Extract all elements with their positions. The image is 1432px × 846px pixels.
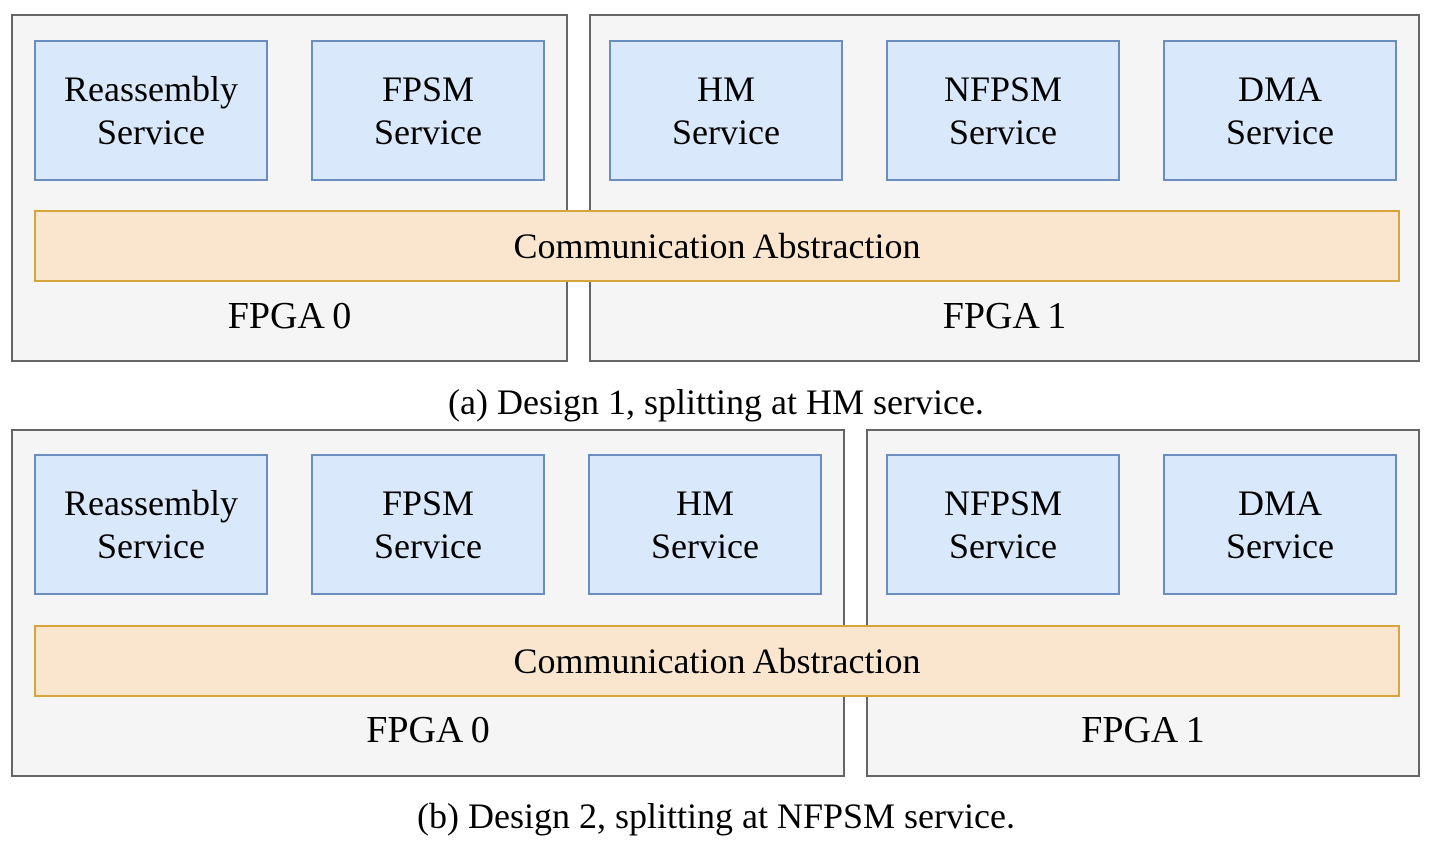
design-b-nfpsm-service: NFPSM Service [886,454,1120,595]
design-a-dma-service: DMA Service [1163,40,1397,181]
service-suffix: Service [97,111,205,152]
comm-label: Communication Abstraction [513,641,921,681]
service-name: NFPSM [943,68,1063,109]
service-name: Reassembly [64,68,238,109]
service-suffix: Service [651,525,759,566]
service-suffix: Service [1226,525,1334,566]
design-a-fpga-0-label: FPGA 0 [227,295,352,337]
design-b-fpga-1-label: FPGA 1 [1081,709,1205,751]
service-suffix: Service [374,525,482,566]
design-a-hm-service: HM Service [609,40,843,181]
design-b-hm-service: HM Service [588,454,822,595]
comm-label: Communication Abstraction [513,226,921,266]
design-b-dma-service: DMA Service [1163,454,1397,595]
service-name: FPSM [381,68,475,109]
service-name: DMA [1237,482,1322,523]
service-suffix: Service [672,111,780,152]
design-b-fpga-0-label: FPGA 0 [366,709,490,751]
service-name: Reassembly [64,482,238,523]
design-b-caption: (b) Design 2, splitting at NFPSM service… [417,796,1015,836]
service-suffix: Service [949,525,1057,566]
service-name: HM [696,68,755,109]
service-suffix: Service [374,111,482,152]
design-a-fpga-1-label: FPGA 1 [942,295,1067,337]
design-a-nfpsm-service: NFPSM Service [886,40,1120,181]
service-name: FPSM [381,482,475,523]
service-name: DMA [1237,68,1322,109]
service-suffix: Service [1226,111,1334,152]
service-name: NFPSM [943,482,1063,523]
design-a-caption: (a) Design 1, splitting at HM service. [448,382,984,422]
design-b-reassembly-service: Reassembly Service [34,454,268,595]
design-a-reassembly-service: Reassembly Service [34,40,268,181]
design-a-fpsm-service: FPSM Service [311,40,545,181]
service-suffix: Service [949,111,1057,152]
service-name: HM [675,482,734,523]
service-suffix: Service [97,525,205,566]
design-b-communication-abstraction: Communication Abstraction [34,625,1400,697]
design-b-fpsm-service: FPSM Service [311,454,545,595]
design-a-communication-abstraction: Communication Abstraction [34,210,1400,282]
